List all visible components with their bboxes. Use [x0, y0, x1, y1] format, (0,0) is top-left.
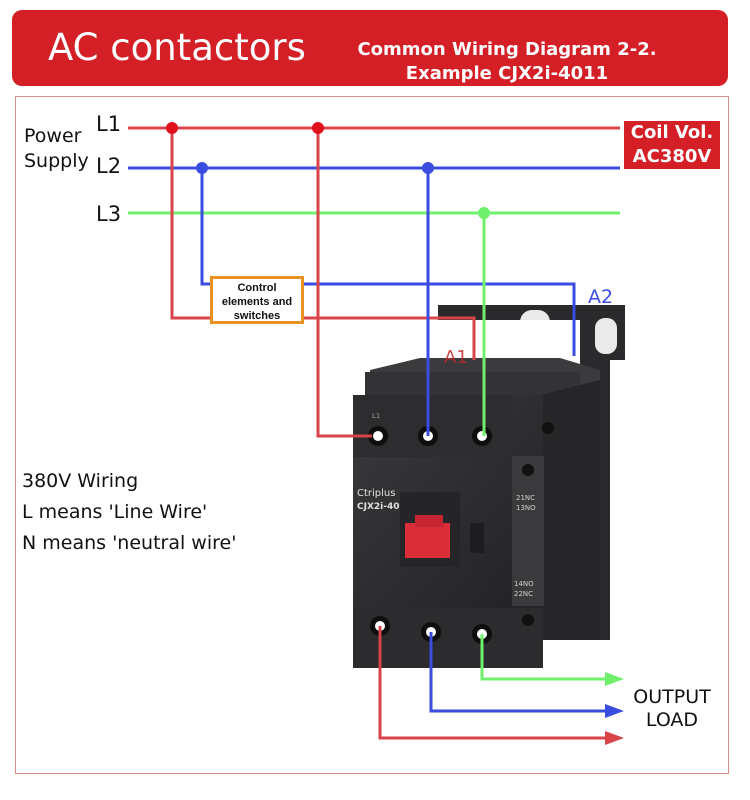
control-label-line2: elements and	[221, 296, 293, 308]
aux-contact-label-top2: 13NO	[516, 504, 536, 512]
contactor-device: Ctriplus CJX2i-40 21NC 13NO 14NO 22NC L1	[353, 305, 625, 668]
note-neutral-wire: N means 'neutral wire'	[22, 532, 237, 554]
power-supply-label: Power Supply	[24, 124, 89, 174]
device-model: CJX2i-40	[357, 502, 400, 512]
junction-dot	[312, 122, 324, 134]
junction-dot	[166, 122, 178, 134]
output-wire-l2	[429, 632, 605, 713]
coil-label-line1: Coil Vol.	[630, 122, 714, 143]
junction-dot	[422, 162, 434, 174]
output-arrow-l1	[605, 731, 624, 745]
terminal-label-a1: A1	[444, 347, 468, 368]
wire-control-to-a2	[304, 282, 576, 356]
output-wire-l3	[480, 634, 605, 681]
line-label-l2: L2	[96, 154, 122, 178]
output-arrow-l2	[605, 704, 624, 718]
output-wire-l1	[378, 626, 605, 740]
coil-label-line2: AC380V	[632, 146, 712, 167]
aux-contact-label-bottom2: 22NC	[514, 590, 533, 598]
wire-control-to-a1	[304, 316, 476, 360]
wiring-notes: 380V Wiring L means 'Line Wire' N means …	[22, 466, 236, 559]
power-label-line1: Power	[24, 125, 82, 147]
control-label-line1: Control	[237, 282, 277, 294]
output-label-line1: OUTPUT	[633, 686, 711, 708]
line-label-l1: L1	[96, 112, 122, 136]
coil-voltage-badge: Coil Vol. AC380V	[624, 121, 720, 169]
control-label-line3: switches	[233, 310, 281, 322]
junction-dot	[196, 162, 208, 174]
output-load-label: OUTPUT LOAD	[612, 686, 732, 732]
terminal-label-a2: A2	[588, 286, 614, 308]
wire-l1-to-contact	[316, 128, 372, 438]
terminal-marking: L1	[372, 412, 380, 420]
note-line-wire: L means 'Line Wire'	[22, 501, 208, 523]
aux-contact-label-bottom: 14NO	[514, 580, 534, 588]
note-wiring: 380V Wiring	[22, 470, 139, 492]
header-banner: AC contactors Common Wiring Diagram 2-2.…	[12, 10, 728, 86]
page-subtitle: Common Wiring Diagram 2-2. Example CJX2i…	[342, 38, 672, 86]
device-brand: Ctriplus	[357, 488, 395, 499]
output-arrow-l3	[605, 672, 624, 686]
diagram-frame	[15, 96, 729, 774]
aux-contact-label-top: 21NC	[516, 494, 535, 502]
subtitle-line-1: Common Wiring Diagram 2-2.	[357, 39, 657, 60]
wire-l1-to-control	[170, 128, 210, 320]
junction-dot	[478, 207, 490, 219]
page-title: AC contactors	[48, 26, 306, 69]
output-label-line2: LOAD	[645, 709, 699, 731]
wire-l2-to-control	[200, 168, 210, 286]
power-label-line2: Supply	[24, 150, 89, 172]
subtitle-line-2: Example CJX2i-4011	[405, 63, 609, 84]
line-label-l3: L3	[96, 202, 122, 226]
control-elements-box: Control elements and switches	[210, 276, 304, 324]
